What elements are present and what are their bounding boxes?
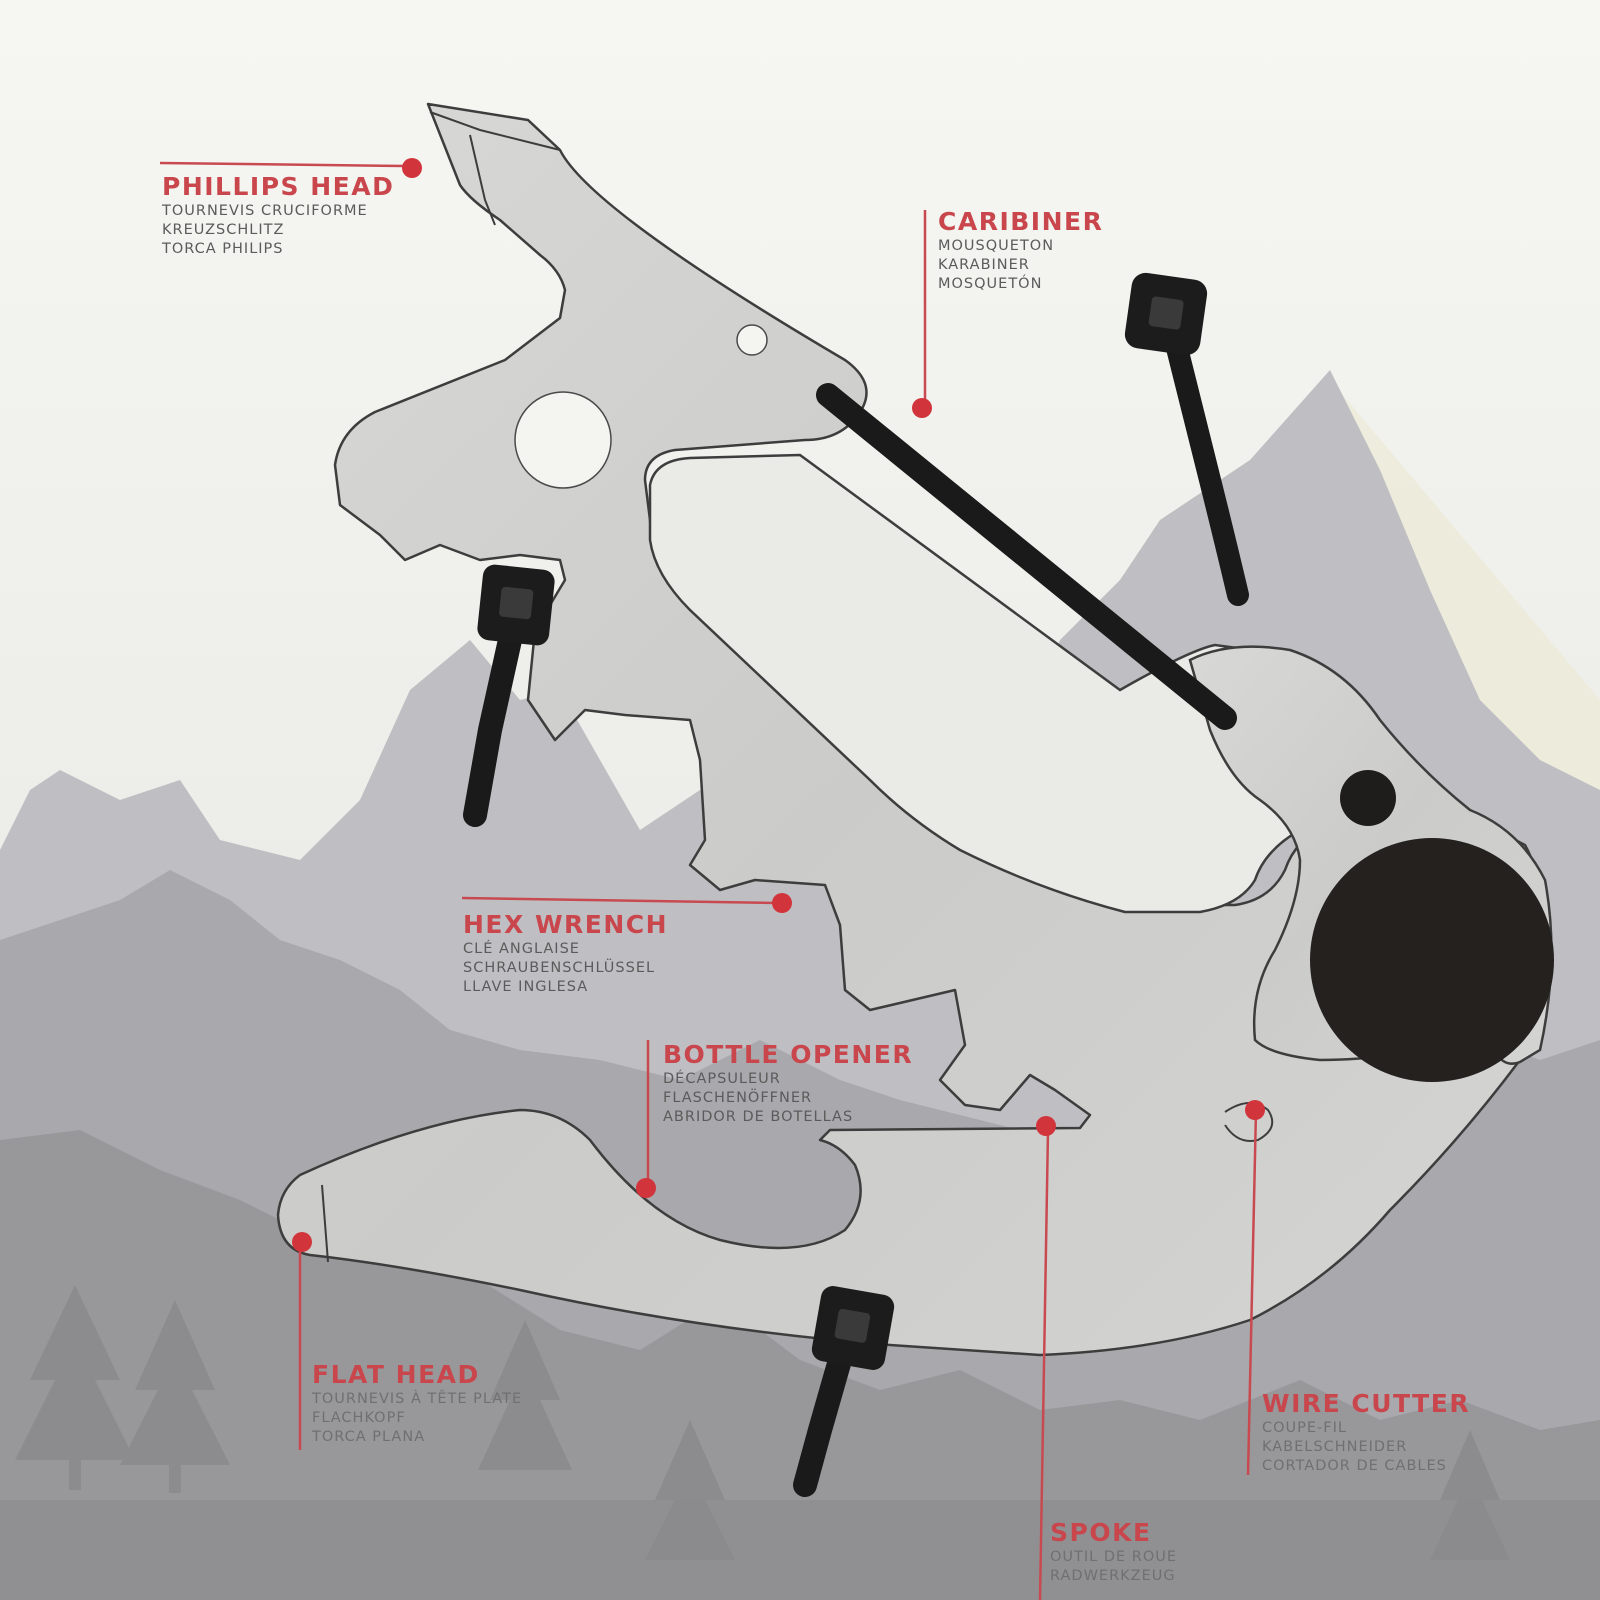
callout-line-de: KREUZSCHLITZ xyxy=(162,222,285,238)
callout-line-fr: COUPE-FIL xyxy=(1262,1420,1347,1436)
ground xyxy=(0,1500,1600,1600)
callout-line-fr: CLÉ ANGLAISE xyxy=(463,941,580,957)
callout-bottle-opener: BOTTLE OPENER DÉCAPSULEUR FLASCHENÖFFNER… xyxy=(663,1040,913,1127)
callout-title: HEX WRENCH xyxy=(463,910,669,939)
callout-dots xyxy=(292,158,1265,1252)
zip-tie-left xyxy=(463,564,555,827)
callout-line-es: ABRIDOR DE BOTELLAS xyxy=(663,1109,854,1125)
glare xyxy=(1330,380,1600,860)
callout-line-fr: DÉCAPSULEUR xyxy=(663,1071,781,1087)
callout-hex-wrench: HEX WRENCH CLÉ ANGLAISE SCHRAUBENSCHLÜSS… xyxy=(463,910,668,997)
callout-line-de: KABELSCHNEIDER xyxy=(1262,1439,1408,1455)
zip-tie-top-right xyxy=(1124,272,1249,606)
callout-title: PHILLIPS HEAD xyxy=(162,172,395,201)
callout-spoke: SPOKE OUTIL DE ROUE RADWERKZEUG xyxy=(1050,1518,1177,1586)
callout-line-es: LLAVE INGLESA xyxy=(463,979,589,995)
phillips-tip-detail xyxy=(429,111,561,151)
callout-flat-head: FLAT HEAD TOURNEVIS À TÊTE PLATE FLACHKO… xyxy=(312,1360,522,1447)
callout-line-fr: TOURNEVIS À TÊTE PLATE xyxy=(312,1391,523,1407)
callout-title: CARIBINER xyxy=(938,207,1104,236)
tool-window xyxy=(648,453,1385,914)
callout-line-de: FLACHKOPF xyxy=(312,1410,406,1426)
flat-head-tip-line xyxy=(321,1184,329,1263)
dark-hole-large xyxy=(1310,838,1554,1082)
callout-line-de: SCHRAUBENSCHLÜSSEL xyxy=(463,960,656,976)
dark-hole-small xyxy=(1340,770,1396,826)
zip-tie-bottom xyxy=(793,1286,895,1497)
small-hole xyxy=(736,324,768,356)
callout-title: SPOKE xyxy=(1050,1518,1152,1547)
callout-wire-cutter: WIRE CUTTER COUPE-FIL KABELSCHNEIDER COR… xyxy=(1262,1389,1470,1476)
large-hole xyxy=(514,391,612,489)
callout-line-de: FLASCHENÖFFNER xyxy=(663,1090,813,1106)
callout-title: FLAT HEAD xyxy=(312,1360,480,1389)
callout-line-es: TORCA PLANA xyxy=(312,1429,426,1445)
multi-tool xyxy=(276,102,1554,1357)
callout-line-es: MOSQUETÓN xyxy=(938,276,1043,292)
callout-line-de: RADWERKZEUG xyxy=(1050,1568,1176,1584)
leader-lines xyxy=(159,161,1258,1600)
callout-line-fr: MOUSQUETON xyxy=(938,238,1055,254)
callout-title: WIRE CUTTER xyxy=(1262,1389,1471,1418)
callout-line-de: KARABINER xyxy=(938,257,1030,273)
caribiner-bar xyxy=(816,383,1237,730)
callout-line-es: CORTADOR DE CABLES xyxy=(1262,1458,1447,1474)
callout-line-es: TORCA PHILIPS xyxy=(162,241,284,257)
callout-line-fr: TOURNEVIS CRUCIFORME xyxy=(162,203,368,219)
callout-phillips-head: PHILLIPS HEAD TOURNEVIS CRUCIFORME KREUZ… xyxy=(162,172,394,259)
phillips-tip-bevel xyxy=(469,134,496,226)
callout-line-fr: OUTIL DE ROUE xyxy=(1050,1549,1178,1565)
callout-caribiner: CARIBINER MOUSQUETON KARABINER MOSQUETÓN xyxy=(938,207,1103,294)
callout-title: BOTTLE OPENER xyxy=(663,1040,914,1069)
